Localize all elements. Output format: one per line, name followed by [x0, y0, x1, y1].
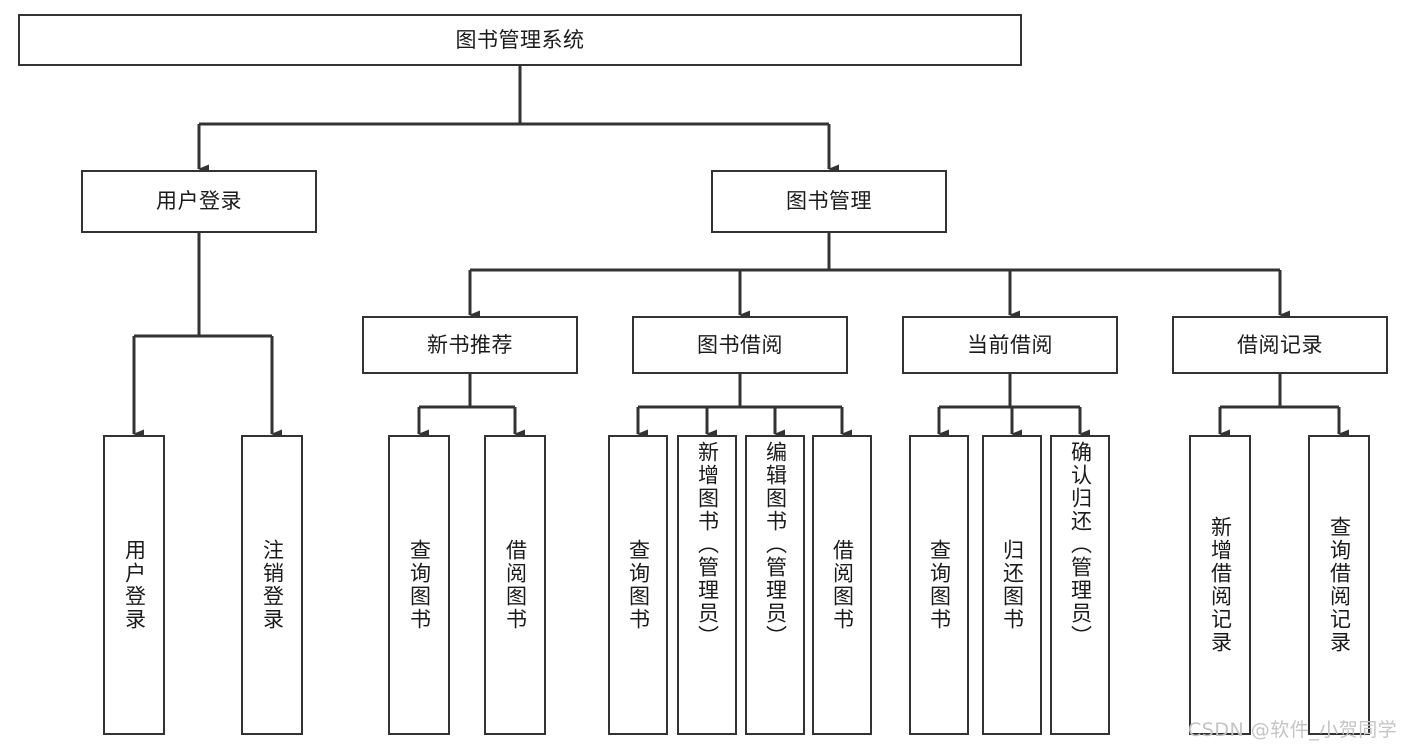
node-new-book-rec-label: 新书推荐 [427, 332, 513, 357]
leaf-edit-book-label: 编辑图书（管理员） [763, 441, 788, 648]
leaf-add-book[interactable]: 新增图书（管理员） [677, 435, 737, 735]
node-root[interactable]: 图书管理系统 [18, 14, 1022, 66]
node-current-borrow[interactable]: 当前借阅 [902, 316, 1118, 374]
leaf-edit-book[interactable]: 编辑图书（管理员） [745, 435, 805, 735]
leaf-add-book-label: 新增图书（管理员） [695, 441, 720, 648]
node-book-manage[interactable]: 图书管理 [711, 170, 947, 233]
leaf-confirm-return[interactable]: 确认归还（管理员） [1050, 435, 1110, 735]
leaf-query-book-2[interactable]: 查询图书 [608, 435, 668, 735]
leaf-add-record-label: 新增借阅记录 [1208, 516, 1233, 654]
leaf-query-book-3-label: 查询图书 [927, 539, 952, 631]
tree-connectors [132, 66, 1349, 439]
leaf-query-book-2-label: 查询图书 [626, 539, 651, 631]
node-book-borrow-label: 图书借阅 [697, 332, 783, 357]
node-root-label: 图书管理系统 [455, 27, 585, 52]
node-book-manage-label: 图书管理 [786, 189, 872, 214]
node-borrow-record[interactable]: 借阅记录 [1172, 316, 1388, 374]
leaf-borrow-book-1[interactable]: 借阅图书 [484, 435, 546, 735]
node-book-borrow[interactable]: 图书借阅 [632, 316, 848, 374]
node-current-borrow-label: 当前借阅 [967, 332, 1053, 357]
leaf-query-book-1-label: 查询图书 [407, 539, 432, 631]
leaf-query-book-1[interactable]: 查询图书 [388, 435, 450, 735]
csdn-watermark: CSDN @软件_小贺同学 [1188, 719, 1398, 741]
leaf-query-book-3[interactable]: 查询图书 [909, 435, 969, 735]
node-new-book-rec[interactable]: 新书推荐 [362, 316, 578, 374]
leaf-query-record[interactable]: 查询借阅记录 [1308, 435, 1370, 735]
node-borrow-record-label: 借阅记录 [1237, 332, 1323, 357]
leaf-user-logout-label: 注销登录 [260, 539, 285, 631]
leaf-add-record[interactable]: 新增借阅记录 [1189, 435, 1251, 735]
node-user-login-label: 用户登录 [156, 189, 242, 214]
leaf-borrow-book-1-label: 借阅图书 [503, 539, 528, 631]
leaf-confirm-return-label: 确认归还（管理员） [1068, 441, 1093, 648]
leaf-user-login-label: 用户登录 [122, 539, 147, 631]
leaf-user-login[interactable]: 用户登录 [103, 435, 165, 735]
leaf-borrow-book-2[interactable]: 借阅图书 [812, 435, 872, 735]
leaf-return-book-label: 归还图书 [1000, 539, 1025, 631]
leaf-user-logout[interactable]: 注销登录 [241, 435, 303, 735]
leaf-return-book[interactable]: 归还图书 [982, 435, 1042, 735]
node-user-login[interactable]: 用户登录 [81, 170, 317, 233]
leaf-query-record-label: 查询借阅记录 [1327, 516, 1352, 654]
leaf-borrow-book-2-label: 借阅图书 [830, 539, 855, 631]
